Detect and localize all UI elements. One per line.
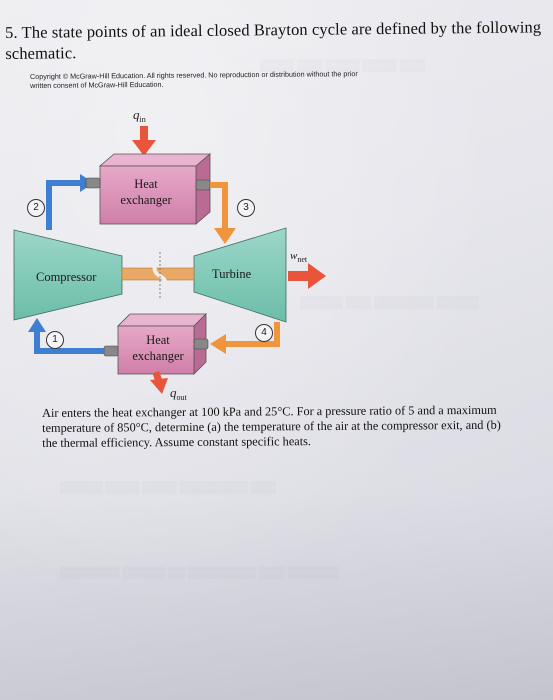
top-heat-exchanger-label: Heat exchanger xyxy=(120,177,172,207)
flow-state-3 xyxy=(195,179,236,244)
work-net-subscript: net xyxy=(297,255,308,264)
flow-state-2 xyxy=(46,174,101,230)
state-1-marker: 1 xyxy=(46,331,64,349)
work-net-label: wnet xyxy=(290,250,308,264)
flow-state-4 xyxy=(193,322,280,354)
compressor-label: Compressor xyxy=(36,270,97,284)
state-3-marker: 3 xyxy=(237,199,255,217)
heat-out-label: qout xyxy=(170,385,187,402)
bottom-heat-exchanger xyxy=(117,313,207,375)
bottom-heat-exchanger-label: Heat exchanger xyxy=(132,333,184,363)
work-net-arrow xyxy=(288,263,326,289)
heat-out-arrow xyxy=(150,370,168,394)
problem-statement: Air enters the heat exchanger at 100 kPa… xyxy=(42,402,501,450)
flow-state-1 xyxy=(28,318,119,357)
compressor-body xyxy=(13,229,123,321)
heat-in-arrow xyxy=(132,126,156,156)
state-2-marker: 2 xyxy=(27,199,45,217)
heat-out-subscript: out xyxy=(176,393,187,402)
heat-in-label: qin xyxy=(133,107,146,124)
heat-in-subscript: in xyxy=(139,115,146,124)
turbine-label: Turbine xyxy=(212,267,252,281)
shaft xyxy=(121,252,195,298)
state-4-marker: 4 xyxy=(255,324,273,342)
